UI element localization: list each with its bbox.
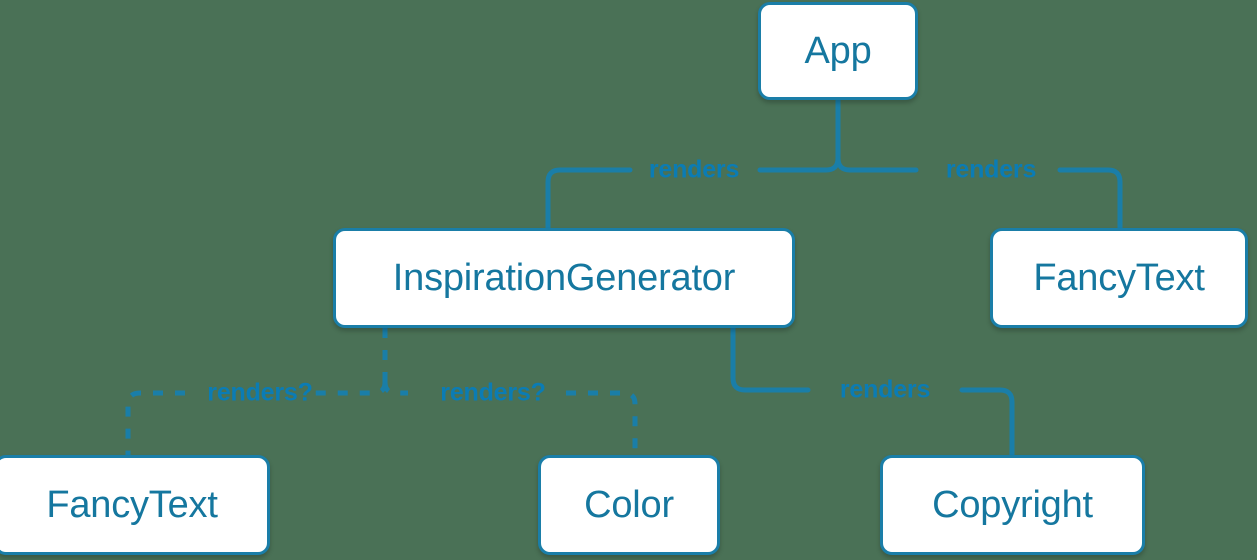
node-inspiration-generator-label: InspirationGenerator <box>392 257 736 299</box>
edge-app-to-inspiration-tail <box>545 167 633 231</box>
edge-label-app-to-fancytext: renders <box>945 155 1037 184</box>
node-fancytext-bottom-label: FancyText <box>46 484 218 526</box>
node-fancytext-right[interactable]: FancyText <box>990 228 1248 328</box>
edge-inspiration-to-copyright-left <box>730 325 811 393</box>
edge-label-inspiration-to-copyright: renders <box>839 375 931 404</box>
node-app[interactable]: App <box>758 2 918 100</box>
node-copyright[interactable]: Copyright <box>880 455 1145 555</box>
edge-inspiration-to-color-dashed <box>382 381 408 396</box>
edge-inspiration-to-copyright-right <box>959 387 1015 458</box>
edge-inspiration-to-fancytext-dashed-tail <box>125 390 185 455</box>
node-color[interactable]: Color <box>538 455 720 555</box>
edge-label-app-to-inspiration: renders <box>648 155 740 184</box>
node-fancytext-right-label: FancyText <box>1033 257 1205 299</box>
edge-app-to-fancytext-tail <box>1057 167 1123 231</box>
edge-app-to-fancytext <box>835 155 919 173</box>
node-app-label: App <box>804 30 872 72</box>
edge-app-to-inspiration <box>757 155 841 173</box>
edge-inspiration-to-color-dashed-tail <box>566 390 638 455</box>
node-copyright-label: Copyright <box>932 484 1093 526</box>
node-fancytext-bottom[interactable]: FancyText <box>0 455 270 555</box>
edge-label-inspiration-to-fancytext: renders? <box>207 378 313 407</box>
edge-label-inspiration-to-color: renders? <box>440 378 546 407</box>
node-color-label: Color <box>584 484 674 526</box>
edge-inspiration-to-fancytext-dashed <box>308 381 388 396</box>
node-inspiration-generator[interactable]: InspirationGenerator <box>333 228 795 328</box>
